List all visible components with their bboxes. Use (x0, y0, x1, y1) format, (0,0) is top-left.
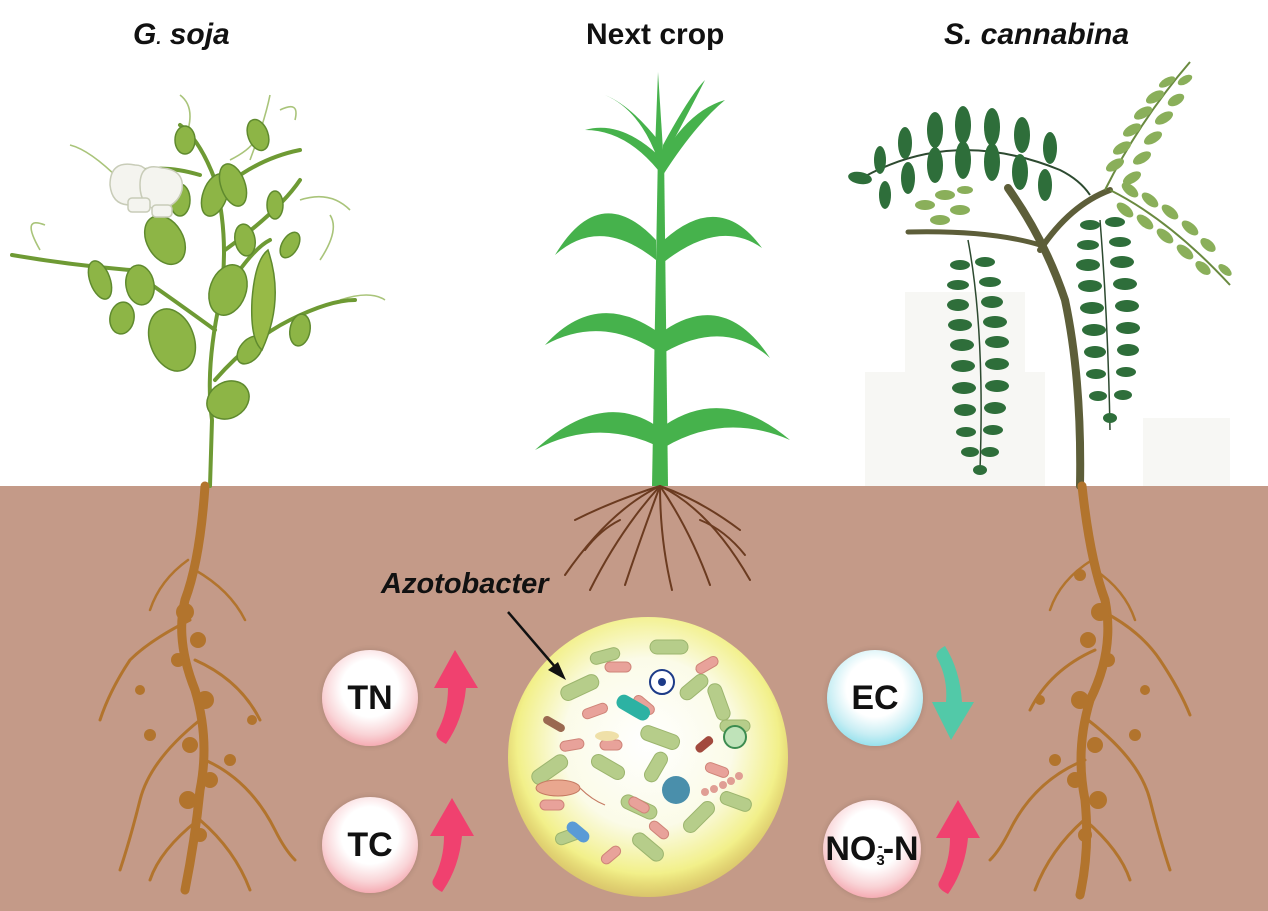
dark-leaflets (848, 106, 1057, 209)
ec-down-arrow (932, 646, 974, 740)
tc-label: TC (347, 825, 393, 864)
no3-main: NO (825, 829, 877, 868)
hanging-leaflets-right (1076, 217, 1140, 423)
next-crop-plant (535, 72, 790, 591)
tn-up-arrow (434, 650, 478, 744)
g-soja-mark: . (156, 28, 162, 48)
no3-up-arrow (936, 800, 980, 894)
corn-roots (564, 485, 751, 591)
g-soja-prefix: G (133, 18, 157, 51)
no3-rest: -N (882, 829, 919, 868)
soja-leaves (87, 118, 311, 420)
pink-bacteria (539, 656, 730, 865)
pea-pod (250, 248, 276, 352)
pale-leaflets-top (1105, 74, 1193, 185)
hanging-leaflets-left (947, 257, 1009, 475)
root-nodules (135, 603, 257, 842)
azotobacter-pointer (507, 611, 566, 680)
g-soja-rest: soja (161, 18, 230, 51)
microbe-bubble (508, 617, 788, 897)
no3-sub: 3 (876, 851, 885, 869)
g-soja-plant (10, 94, 386, 895)
g-soja-title: G. soja (133, 18, 230, 52)
tc-up-arrow (430, 798, 474, 892)
azotobacter-label: Azotobacter (381, 568, 549, 600)
cannabina-root-nodules (1035, 569, 1150, 842)
pale-leaflets-small (915, 186, 973, 225)
ec-indicator: EC (827, 650, 923, 746)
tc-indicator: TC (322, 797, 418, 893)
no3-sup: - (877, 837, 883, 855)
s-cannabina-title: S. cannabina (944, 18, 1130, 51)
stems (10, 123, 357, 488)
tn-indicator: TN (322, 650, 418, 746)
background-buildings (865, 292, 1230, 486)
s-cannabina-plant (848, 61, 1232, 900)
no3-indicator: NO3--N (823, 800, 921, 898)
corn-leaves (535, 80, 790, 450)
ec-label: EC (851, 678, 899, 717)
tn-label: TN (347, 678, 393, 717)
no3-label: NO3--N (825, 830, 918, 869)
pale-leaflets-right (1116, 182, 1232, 276)
cannabina-roots (988, 481, 1192, 900)
special-microbes (535, 669, 747, 843)
white-flowers (109, 163, 184, 218)
next-crop-title: Next crop (586, 18, 725, 51)
soja-roots (98, 481, 297, 895)
